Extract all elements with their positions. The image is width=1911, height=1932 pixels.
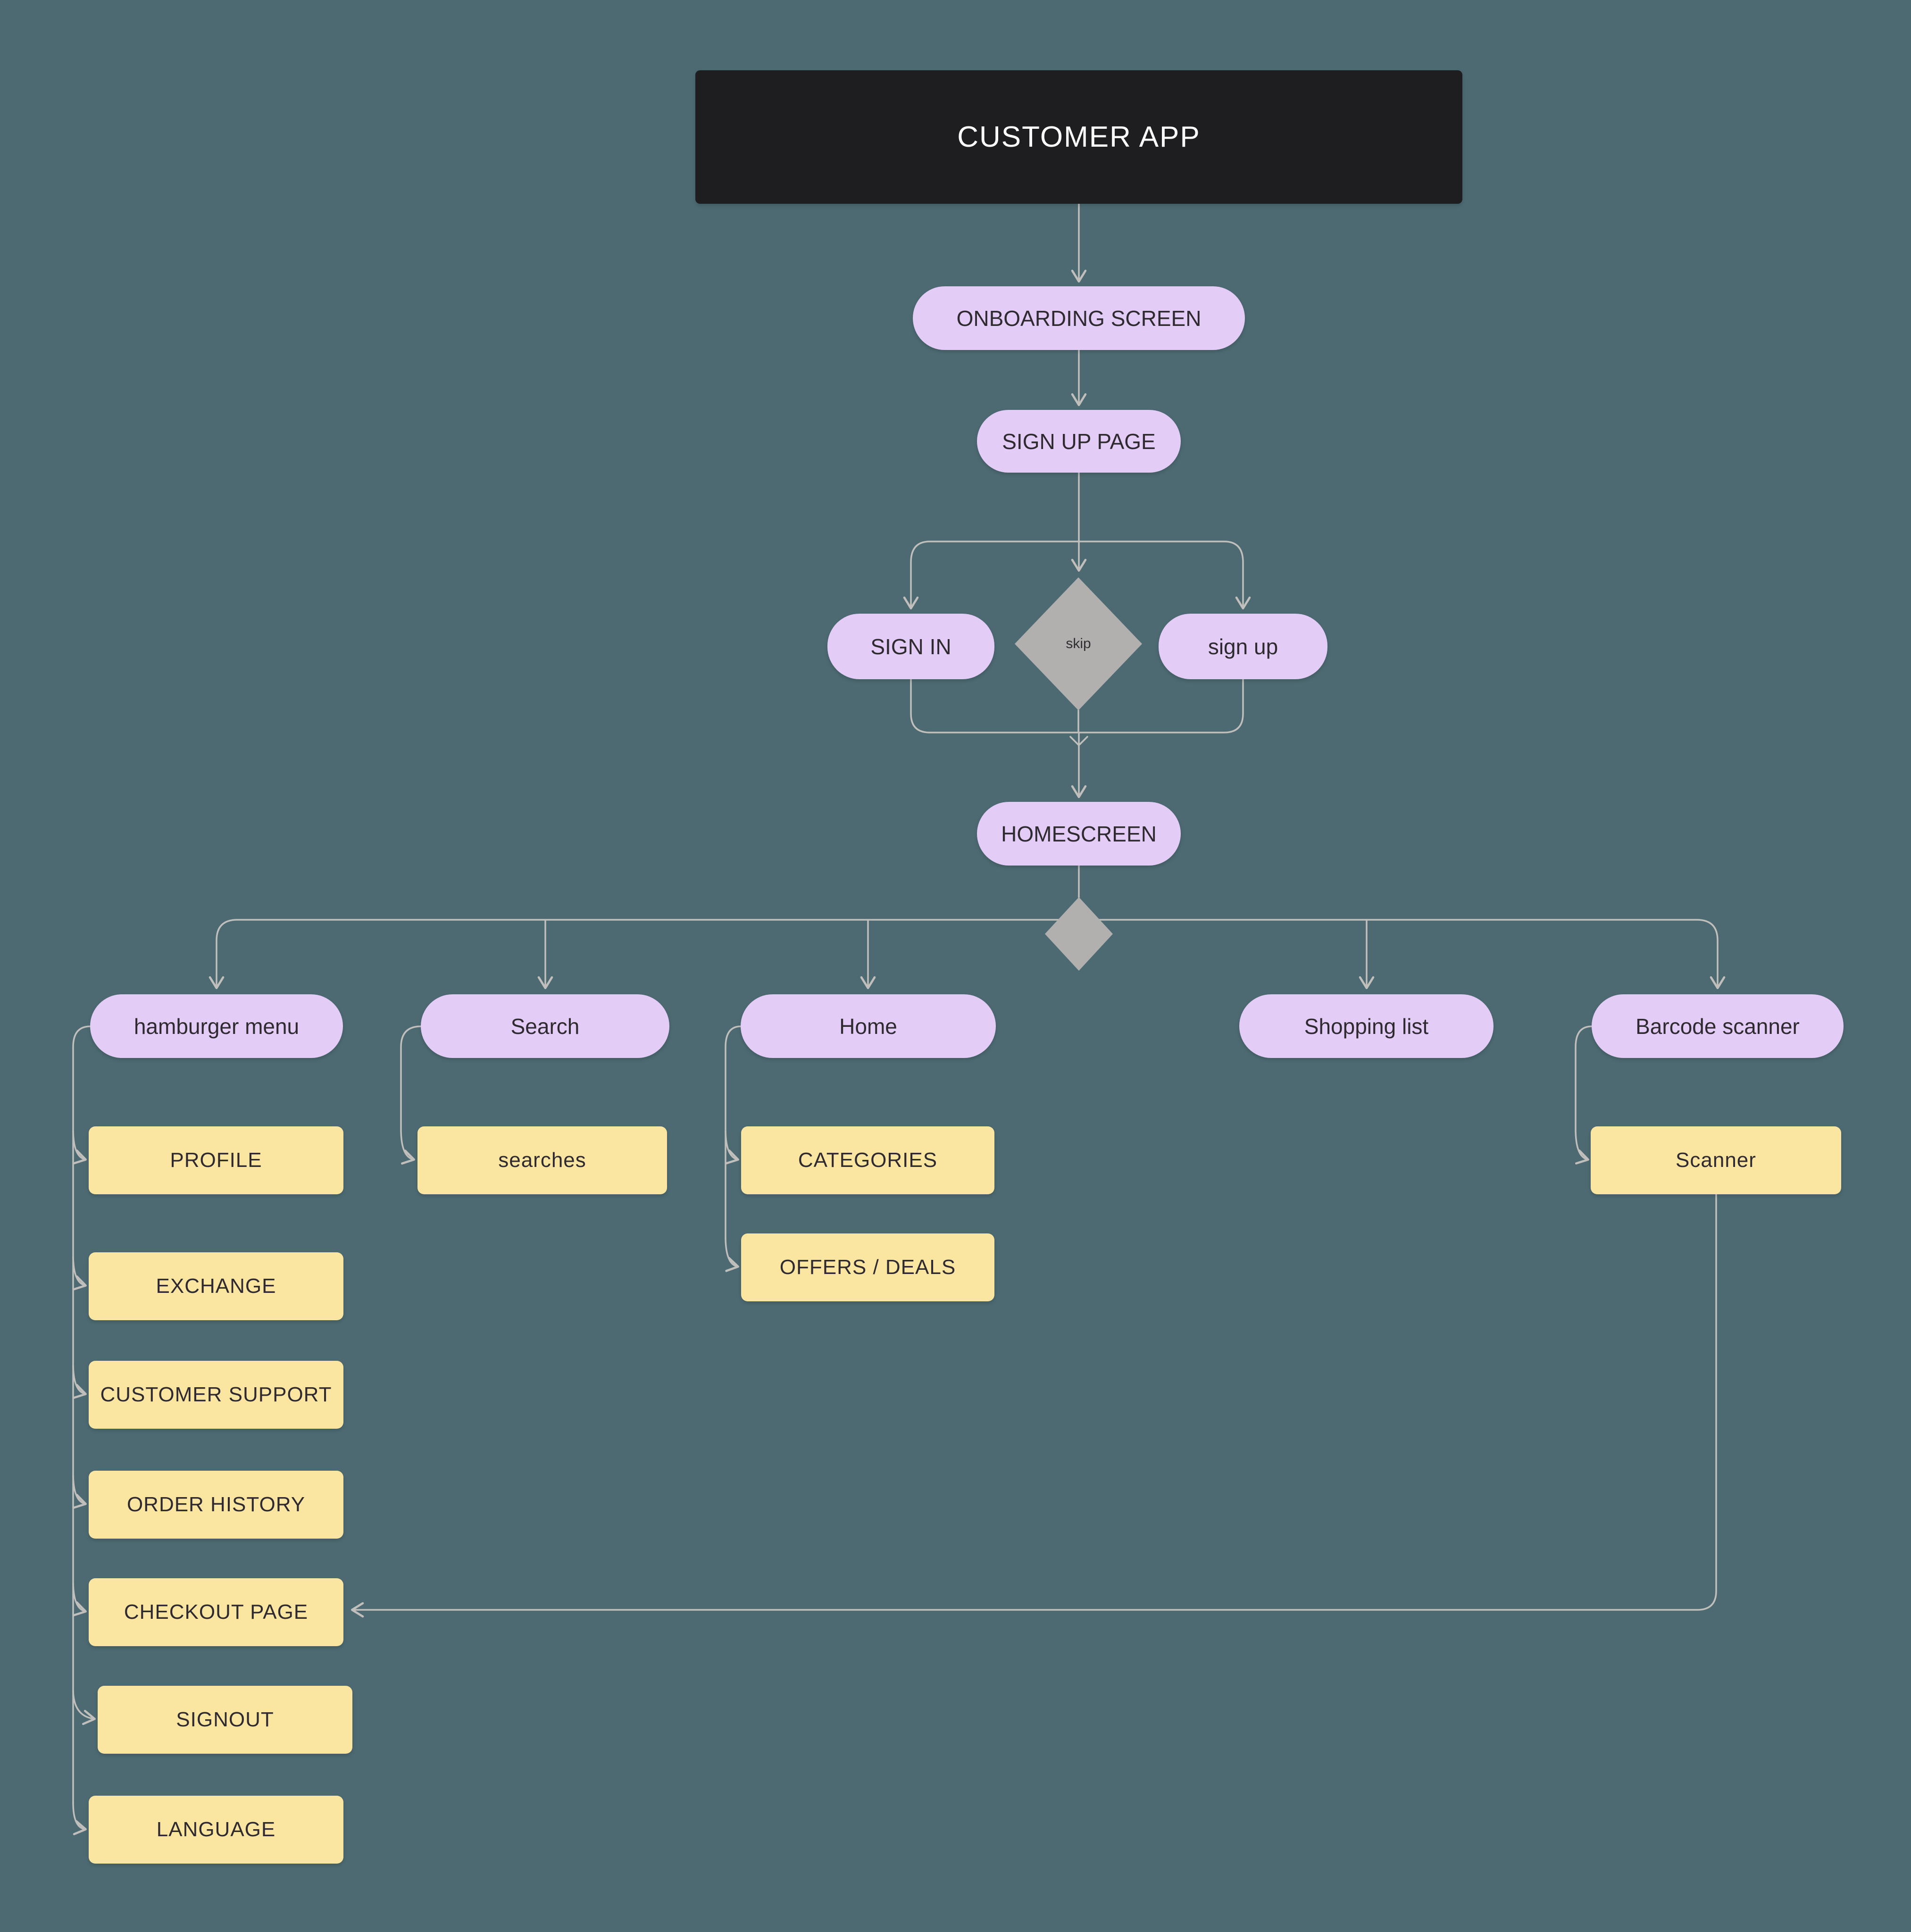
node-searches[interactable]: searches [417,1126,667,1194]
node-sign-up[interactable]: sign up [1159,614,1327,679]
node-sign-up-label: sign up [1208,634,1278,659]
skip-decision-label: skip [1066,636,1091,651]
node-profile[interactable]: PROFILE [89,1126,343,1194]
node-sign-up-page[interactable]: SIGN UP PAGE [977,410,1181,473]
node-customer-app[interactable]: CUSTOMER APP [695,70,1462,204]
node-signout-label: SIGNOUT [176,1708,274,1731]
node-shopping-list-label: Shopping list [1304,1014,1429,1039]
node-barcode-scanner-label: Barcode scanner [1636,1014,1800,1039]
edge-hamburger-orderhistory [72,1474,87,1509]
node-searches-label: searches [498,1149,586,1172]
node-sign-up-page-label: SIGN UP PAGE [1002,429,1156,454]
node-homescreen[interactable]: HOMESCREEN [977,802,1181,866]
edge-signin-merge [910,678,1244,733]
edge-search-searches [400,1025,422,1165]
edge-bracket-signin [903,541,1080,610]
node-checkout-page-label: CHECKOUT PAGE [124,1600,309,1624]
edge-barcode-scanner [1575,1025,1593,1165]
node-home-label: Home [839,1014,897,1039]
edge-home-categories [725,1130,739,1165]
node-home[interactable]: Home [741,994,996,1058]
trunk-hamburger [72,1025,91,1804]
node-barcode-scanner[interactable]: Barcode scanner [1592,994,1844,1058]
edge-hamburger-checkout [72,1582,87,1616]
edge-home-offers [725,1238,739,1272]
edge-splitter-barcode [1078,919,1726,990]
homescreen-splitter-diamond[interactable] [1045,897,1113,971]
edge-bracket-signup [1078,541,1251,610]
node-profile-label: PROFILE [170,1149,262,1172]
node-search-label: Search [510,1014,580,1039]
node-offers-deals[interactable]: OFFERS / DEALS [741,1233,994,1301]
node-customer-support-label: CUSTOMER SUPPORT [100,1383,332,1406]
node-categories-label: CATEGORIES [798,1149,938,1172]
node-offers-deals-label: OFFERS / DEALS [779,1256,956,1279]
node-onboarding-screen[interactable]: ONBOARDING SCREEN [913,286,1245,350]
node-order-history-label: ORDER HISTORY [126,1493,306,1516]
node-shopping-list[interactable]: Shopping list [1239,994,1494,1058]
node-checkout-page[interactable]: CHECKOUT PAGE [89,1578,343,1646]
node-search[interactable]: Search [421,994,669,1058]
node-onboarding-screen-label: ONBOARDING SCREEN [956,306,1202,331]
edge-hamburger-language [72,1802,87,1835]
node-sign-in-label: SIGN IN [870,634,951,659]
node-hamburger-menu[interactable]: hamburger menu [90,994,343,1058]
node-customer-app-label: CUSTOMER APP [957,121,1201,153]
node-exchange[interactable]: EXCHANGE [89,1252,343,1320]
skip-decision-diamond[interactable] [1015,577,1142,710]
edge-splitter-hamburger [209,919,1080,990]
node-customer-support[interactable]: CUSTOMER SUPPORT [89,1361,343,1429]
node-language-label: LANGUAGE [156,1818,276,1841]
edge-hamburger-exchange [72,1256,87,1291]
node-order-history[interactable]: ORDER HISTORY [89,1471,343,1539]
node-categories[interactable]: CATEGORIES [741,1126,994,1194]
node-scanner-label: Scanner [1676,1149,1756,1172]
edge-hamburger-support [72,1365,87,1399]
node-hamburger-menu-label: hamburger menu [134,1014,300,1039]
edge-scanner-checkout [350,1193,1717,1618]
edge-hamburger-profile [72,1130,87,1165]
edge-hamburger-signout [72,1690,96,1725]
node-homescreen-label: HOMESCREEN [1001,821,1157,846]
node-scanner[interactable]: Scanner [1591,1126,1841,1194]
node-language[interactable]: LANGUAGE [89,1796,343,1864]
node-sign-in[interactable]: SIGN IN [827,614,994,679]
node-exchange-label: EXCHANGE [156,1274,276,1298]
trunk-home [725,1025,742,1240]
node-signout[interactable]: SIGNOUT [98,1686,352,1754]
